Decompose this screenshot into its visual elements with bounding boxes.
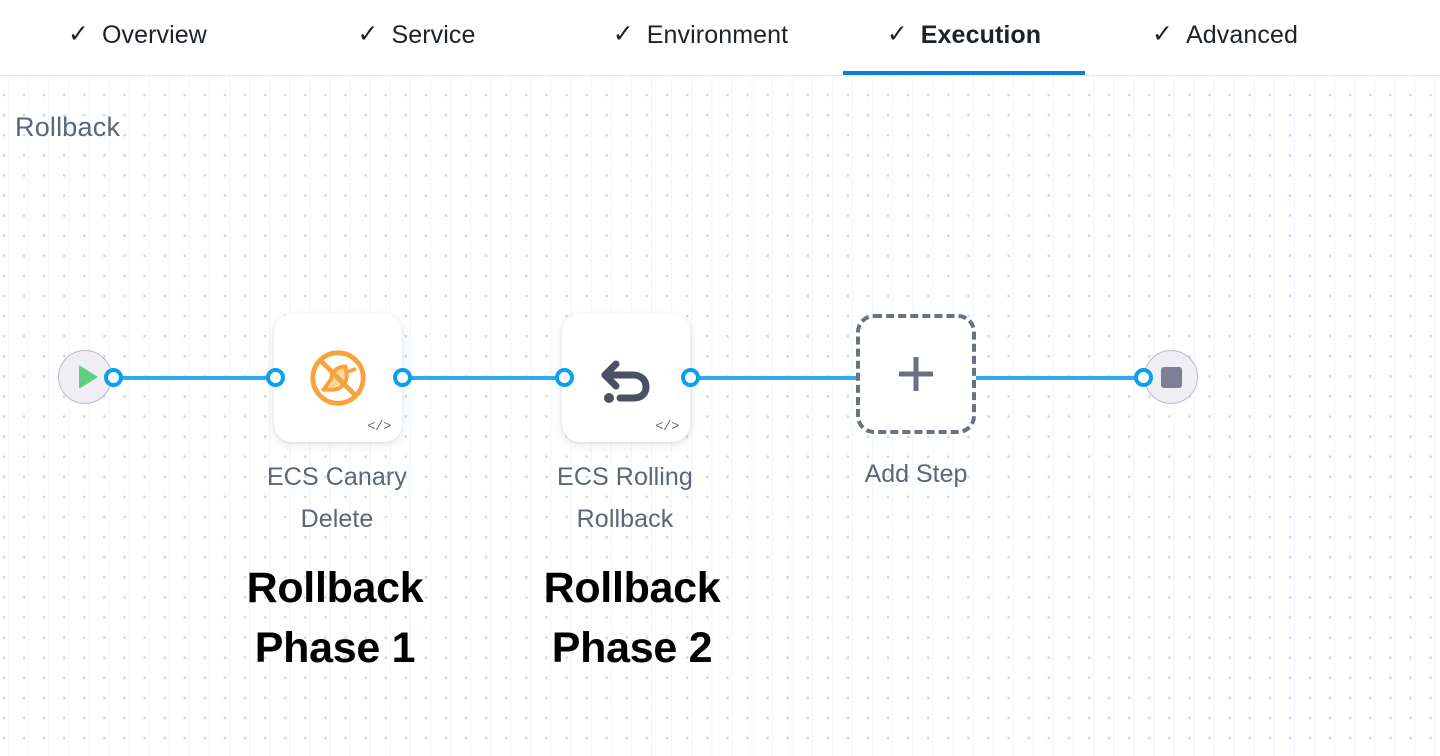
step-label-ecs-rolling-rollback: ECS Rolling Rollback <box>557 463 693 533</box>
check-icon: ✓ <box>1152 20 1173 48</box>
tab-service[interactable]: ✓ Service <box>275 0 558 75</box>
step-node-ecs-rolling-rollback[interactable]: </> <box>562 314 690 442</box>
check-icon: ✓ <box>357 20 379 48</box>
tab-environment[interactable]: ✓ Environment <box>558 0 843 75</box>
tab-advanced[interactable]: ✓ Advanced <box>1085 0 1365 75</box>
port-step1-input[interactable] <box>266 368 285 387</box>
stop-icon <box>1160 366 1182 388</box>
play-icon <box>78 365 98 389</box>
pipeline-start-node[interactable] <box>58 350 112 404</box>
tab-execution[interactable]: ✓ Execution <box>843 0 1085 75</box>
step-label-ecs-canary-delete: ECS Canary Delete <box>267 463 407 533</box>
tab-label: Overview <box>101 21 207 49</box>
port-step2-input[interactable] <box>555 368 574 387</box>
pipeline-step-tabs: ✓ Overview ✓ Service ✓ Environment ✓ Exe… <box>0 0 1440 76</box>
edge-start-to-step1 <box>112 376 284 380</box>
tab-label: Environment <box>646 21 789 49</box>
tab-label: Advanced <box>1185 21 1298 49</box>
step-node-ecs-canary-delete[interactable]: </> <box>274 314 402 442</box>
port-step1-output[interactable] <box>393 368 412 387</box>
ecs-canary-delete-icon <box>310 350 366 406</box>
check-icon: ✓ <box>68 20 89 48</box>
port-end-input[interactable] <box>1134 368 1153 387</box>
code-icon: </> <box>367 419 391 435</box>
tab-overview[interactable]: ✓ Overview <box>0 0 275 75</box>
check-icon: ✓ <box>886 20 908 48</box>
add-step-button[interactable] <box>856 314 976 434</box>
pipeline-canvas[interactable]: Rollback </> ECS Canary Delete <box>0 76 1440 756</box>
stage-title: Rollback <box>15 112 121 142</box>
port-step2-output[interactable] <box>681 368 700 387</box>
tab-label: Execution <box>920 21 1042 49</box>
pipeline-end-node[interactable] <box>1144 350 1198 404</box>
ecs-rolling-rollback-icon <box>601 360 650 403</box>
port-start-output[interactable] <box>104 368 123 387</box>
check-icon: ✓ <box>612 20 634 48</box>
code-icon: </> <box>655 419 679 435</box>
tab-label: Service <box>391 21 476 49</box>
edge-step1-to-step2 <box>400 376 570 380</box>
plus-icon <box>899 357 933 391</box>
annotation-rollback-phase-1: Rollback Phase 1 <box>246 564 424 672</box>
annotation-rollback-phase-2: Rollback Phase 2 <box>543 564 721 672</box>
add-step-label: Add Step <box>864 460 968 488</box>
